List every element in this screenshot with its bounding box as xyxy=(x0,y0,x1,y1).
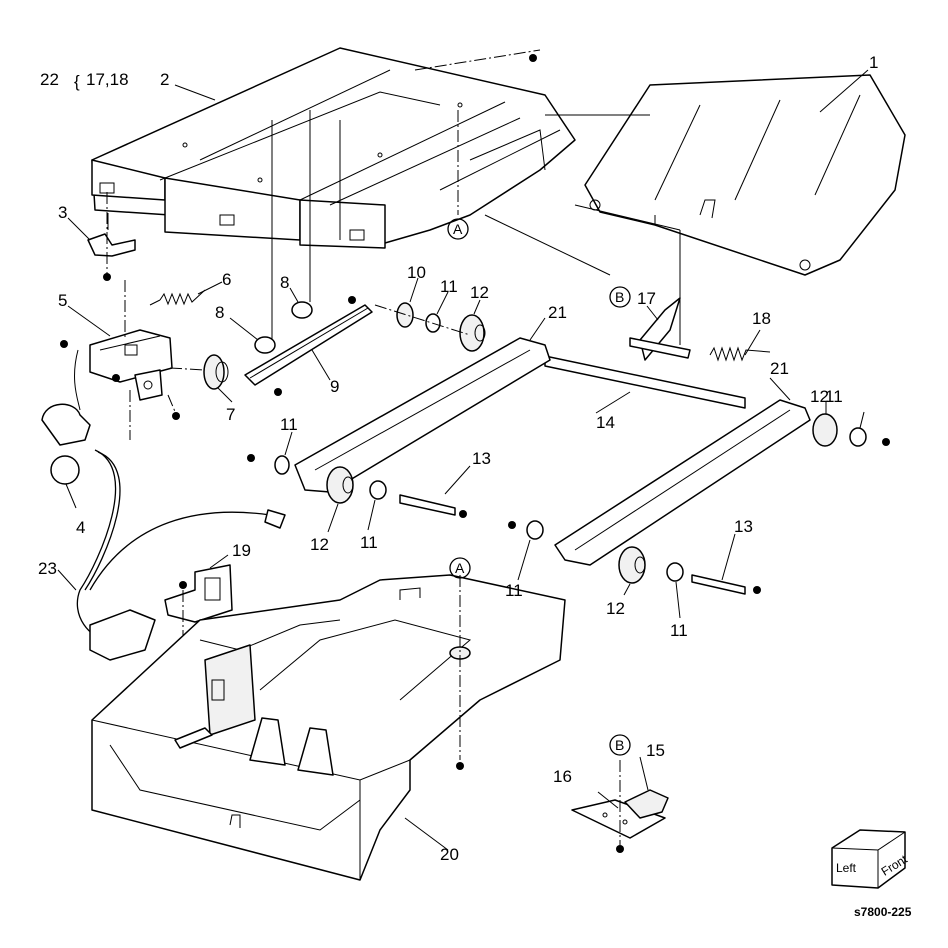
ref-marker-b-bottom: B xyxy=(615,737,624,753)
part-2-top-cover xyxy=(91,47,576,249)
part-17-lever xyxy=(629,297,691,361)
callout-4: 4 xyxy=(76,518,85,537)
part-3-bracket xyxy=(87,192,136,281)
callout-14: 14 xyxy=(596,413,615,432)
callout-12-right: 12 xyxy=(810,387,829,406)
callout-9: 9 xyxy=(330,377,339,396)
assembly-lines xyxy=(107,49,681,770)
callout-13-right: 13 xyxy=(734,517,753,536)
callout-11-lower-left: 11 xyxy=(505,581,523,600)
part-1-tray xyxy=(584,74,906,276)
part-4-23-harness xyxy=(41,349,286,661)
callout-23: 23 xyxy=(38,559,57,578)
group-label-members: 17,18 xyxy=(86,70,129,89)
callout-5: 5 xyxy=(58,291,67,310)
callout-7: 7 xyxy=(226,405,235,424)
callout-12-left: 12 xyxy=(310,535,329,554)
callout-13-left: 13 xyxy=(472,449,491,468)
ref-marker-b-top: B xyxy=(615,289,624,305)
callout-2: 2 xyxy=(160,70,169,89)
callout-1: 1 xyxy=(869,53,878,72)
leader-lines xyxy=(57,69,869,851)
callout-20: 20 xyxy=(440,845,459,864)
callout-12-lower: 12 xyxy=(606,599,625,618)
callout-21-right: 21 xyxy=(770,359,789,378)
callout-15: 15 xyxy=(646,741,665,760)
callout-numbers: 1 2 3 4 5 6 7 8 8 9 10 11 11 11 11 11 11… xyxy=(38,53,878,864)
group-label-22: 22 { 17,18 xyxy=(40,70,129,91)
callout-19: 19 xyxy=(232,541,251,560)
callout-11-top: 11 xyxy=(440,277,458,296)
callout-10: 10 xyxy=(407,263,426,282)
part-18-spring xyxy=(709,346,771,362)
callout-12-top: 12 xyxy=(470,283,489,302)
orientation-cube: Left Front xyxy=(831,829,910,889)
part-11-12-13-lower-rollers xyxy=(247,413,890,595)
part-14-shaft xyxy=(544,355,746,409)
callout-21-left: 21 xyxy=(548,303,567,322)
ref-marker-a-top: A xyxy=(453,221,463,237)
callout-8-right: 8 xyxy=(280,273,289,292)
callout-11-left: 11 xyxy=(280,415,298,434)
part-15-16-sensor xyxy=(571,760,669,853)
callout-8-left: 8 xyxy=(215,303,224,322)
part-5-bracket xyxy=(60,329,180,420)
callout-3: 3 xyxy=(58,203,67,222)
callout-17: 17 xyxy=(637,289,656,308)
reference-markers: A B A B xyxy=(447,218,631,756)
part-10-11-12-upper-rollers xyxy=(374,302,486,352)
group-brace: { xyxy=(74,72,80,91)
callout-6: 6 xyxy=(222,270,231,289)
callout-11-right: 11 xyxy=(825,387,843,406)
part-9-drive-belt xyxy=(244,296,373,396)
part-6-spring xyxy=(149,289,206,306)
callout-16: 16 xyxy=(553,767,572,786)
cube-left-face-label: Left xyxy=(836,861,857,875)
callout-11-middle: 11 xyxy=(360,533,378,552)
part-20-base xyxy=(91,574,566,881)
part-8-rollers xyxy=(254,110,313,354)
part-7-gear xyxy=(169,354,229,390)
callout-11-lower-right: 11 xyxy=(670,621,688,640)
group-label-main: 22 xyxy=(40,70,59,89)
figure-id: s7800-225 xyxy=(854,905,912,919)
ref-marker-a-bottom: A xyxy=(455,560,465,576)
callout-18: 18 xyxy=(752,309,771,328)
part-21-belts xyxy=(294,337,811,566)
